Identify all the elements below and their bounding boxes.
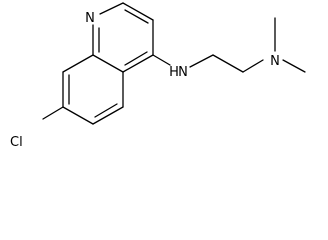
bond-c2-c3	[122, 2, 154, 21]
chemical-structure-diagram: N N H N Cl	[10, 2, 306, 150]
dimethylamine-nitrogen-label: N	[270, 54, 280, 69]
bond-nh-ch2	[189, 54, 214, 68]
bond-c4-nh	[152, 54, 171, 66]
bond-c6-c7	[62, 106, 94, 125]
bond-c4-c4a	[122, 54, 154, 73]
bond-c4a-c8a	[92, 54, 124, 73]
bond-c2-c3-inner	[124, 9, 149, 24]
bond-c7-cl	[42, 106, 64, 120]
amine-nitrogen-label: N	[178, 65, 188, 80]
bond-c5-c6	[92, 106, 124, 125]
bond-c5-c6-inner	[94, 103, 118, 118]
amine-hydrogen-label: H	[169, 65, 179, 80]
chlorine-label: Cl	[10, 135, 23, 150]
bond-c4-c4a-inner	[124, 51, 148, 66]
ring-nitrogen-label: N	[85, 11, 95, 26]
bond-n-methyl-right	[282, 59, 306, 73]
bond-ch2-ch2	[212, 54, 244, 73]
bond-c8-c8a	[62, 54, 94, 73]
bond-n1-c2	[99, 2, 124, 15]
bond-ch2-nme2	[242, 59, 264, 73]
